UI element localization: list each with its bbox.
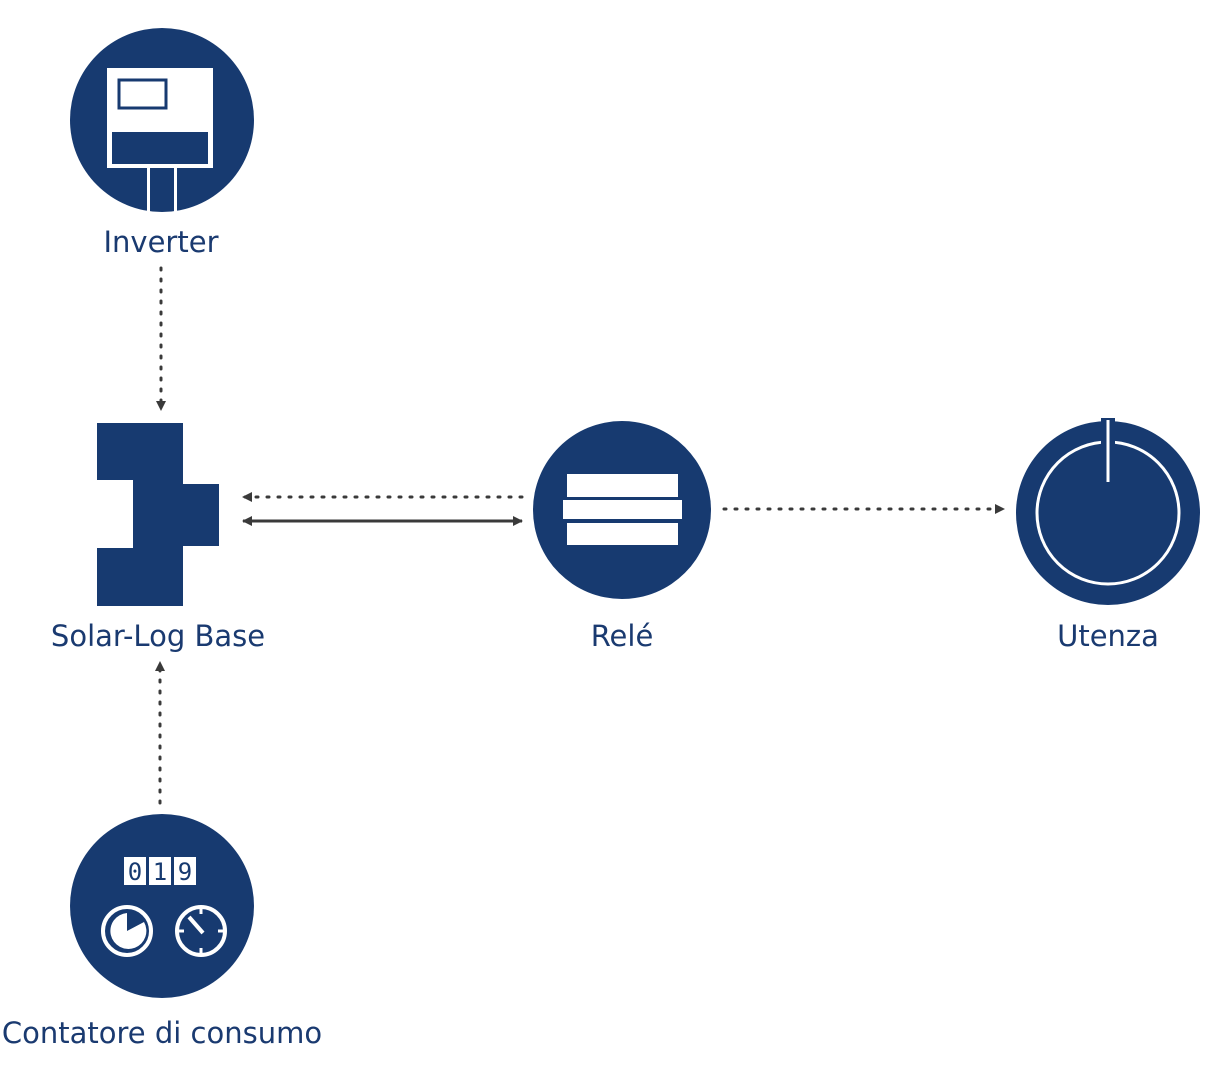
solar-log-base-label: Solar-Log Base: [50, 619, 266, 653]
meter-digit: 9: [178, 858, 192, 886]
meter-digit: 1: [153, 858, 167, 886]
consumption-meter-label: Contatore di consumo: [1, 1016, 323, 1050]
relay-label: Relé: [590, 619, 654, 653]
consumption-meter-icon: 0 1 9: [70, 814, 254, 998]
meter-digit: 0: [128, 858, 142, 886]
power-consumer-icon: [1016, 418, 1200, 605]
power-consumer-label: Utenza: [1057, 619, 1159, 653]
relay-icon: [533, 421, 711, 599]
inverter-icon: [70, 28, 254, 212]
solar-log-base-icon: [97, 423, 219, 606]
inverter-label: Inverter: [103, 225, 219, 259]
